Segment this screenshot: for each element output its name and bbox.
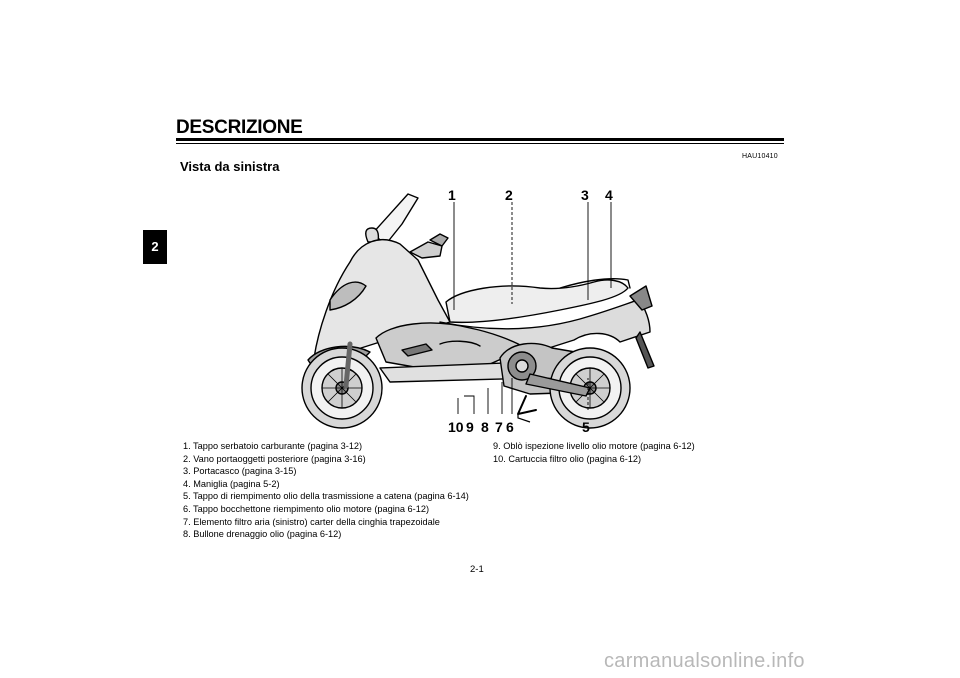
mirror (365, 227, 380, 243)
legend-item: 3. Portacasco (pagina 3-15) (183, 466, 297, 477)
legend-item: 9. Oblò ispezione livello olio motore (p… (493, 441, 695, 451)
legend-right: 9. Oblò ispezione livello olio motore (p… (493, 440, 773, 465)
callout-4: 4 (605, 187, 613, 203)
legend-item: 6. Tappo bocchettone riempimento olio mo… (183, 503, 429, 514)
callout-9: 9 (466, 419, 474, 435)
callout-3: 3 (581, 187, 589, 203)
callout-6: 6 (506, 419, 514, 435)
callout-5: 5 (582, 419, 590, 435)
legend-item: 4. Maniglia (pagina 5-2) (183, 478, 280, 489)
side-stand (517, 395, 537, 415)
legend-item: 7. Elemento filtro aria (sinistro) carte… (183, 516, 440, 527)
legend-item: 2. Vano portaoggetti posteriore (pagina … (183, 453, 366, 464)
scooter-illustration (301, 193, 655, 429)
subtitle: Vista da sinistra (180, 159, 280, 174)
callout-7: 7 (495, 419, 503, 435)
front-fork (343, 341, 353, 389)
page-number: 2-1 (470, 564, 484, 575)
callout-1: 1 (448, 187, 456, 203)
legend-item: 5. Tappo di riempimento olio della trasm… (183, 491, 469, 502)
legend-item: 10. Cartuccia filtro olio (pagina 6-12) (493, 453, 642, 464)
leader-9 (464, 395, 475, 414)
chapter-tab: 2 (143, 230, 167, 264)
title-rule-thin (176, 143, 784, 144)
seat (445, 279, 629, 324)
legend-left: 1. Tappo serbatoio carburante (pagina 3-… (183, 440, 493, 541)
legend-item: 8. Bullone drenaggio olio (pagina 6-12) (183, 529, 342, 540)
section-title: DESCRIZIONE (176, 117, 303, 138)
swingarm (525, 373, 591, 397)
callout-10: 10 (448, 419, 464, 435)
handlebar (409, 241, 443, 259)
watermark[interactable]: carmanualsonline.info (604, 650, 805, 672)
reference-code: HAU10410 (742, 153, 778, 160)
title-rule (176, 138, 784, 141)
callout-2: 2 (505, 187, 513, 203)
callout-8: 8 (481, 419, 489, 435)
front-wheel (301, 347, 383, 429)
rear-light (629, 285, 653, 311)
legend-item: 1. Tappo serbatoio carburante (pagina 3-… (183, 441, 363, 451)
